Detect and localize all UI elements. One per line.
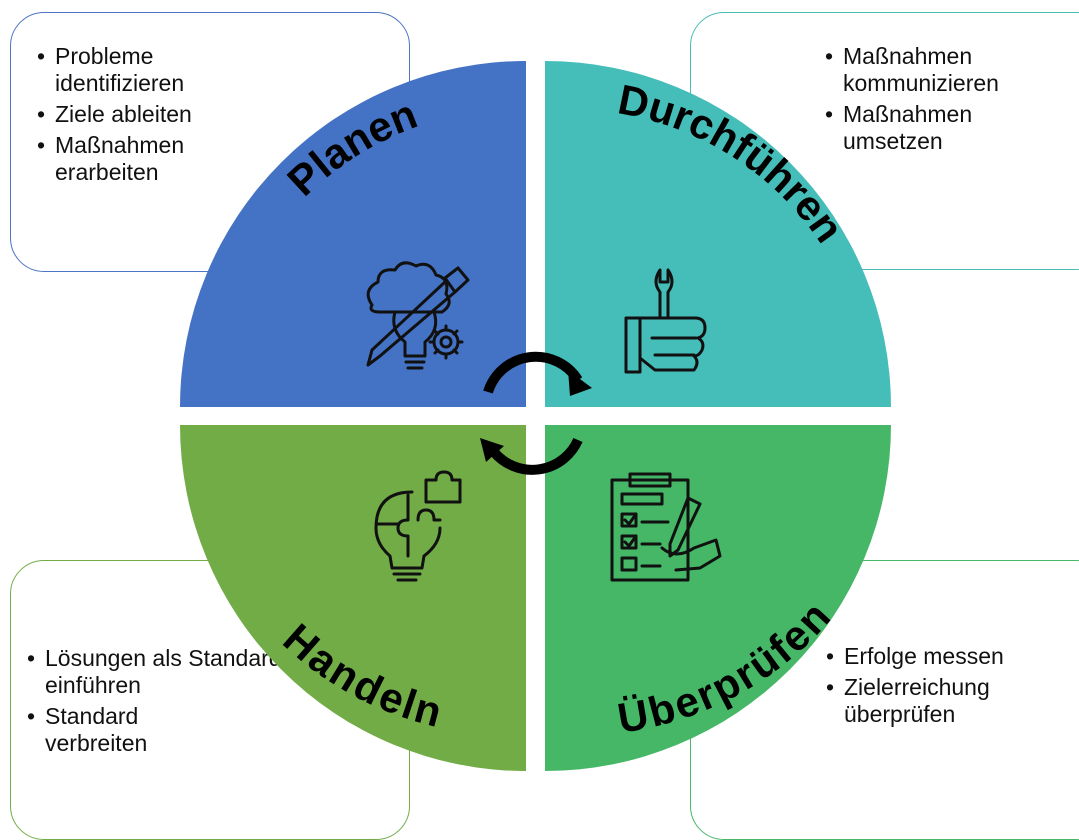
note-item: Maßnahmen kommunizieren (825, 43, 1033, 97)
note-item: Lösungen als Standard einführen (27, 645, 295, 699)
quadrant-ueberpruefen (545, 425, 891, 771)
quadrant-handeln (180, 425, 526, 771)
note-item: Standard verbreiten (27, 703, 195, 757)
puzzle-lightbulb-icon (374, 470, 462, 582)
pdca-wheel: Planen Durchführen Handeln Überprüfen (180, 61, 891, 771)
checklist-clipboard-icon (610, 472, 722, 582)
note-list-handeln: Lösungen als Standard einführen Standard… (27, 645, 295, 761)
note-list-ueberpruefen: Erfolge messen Zielerreichung überprüfen (826, 643, 1059, 732)
circular-arrows-icon (480, 351, 592, 475)
note-list-durchfuehren: Maßnahmen kommunizieren Maßnahmen umsetz… (825, 43, 1033, 159)
note-list-planen: Probleme identifizieren Ziele ableiten M… (37, 43, 255, 190)
hand-holding-wrench-icon (624, 268, 707, 374)
quadrant-durchfuehren (545, 61, 891, 407)
note-item: Probleme identifizieren (37, 43, 225, 97)
note-item: Maßnahmen erarbeiten (37, 132, 225, 186)
note-item: Zielerreichung überprüfen (826, 674, 1044, 728)
note-item: Erfolge messen (826, 643, 1059, 670)
brainstorm-lightbulb-pencil-gear-icon (366, 261, 470, 370)
quadrant-planen (180, 61, 526, 407)
note-item: Maßnahmen umsetzen (825, 101, 1013, 155)
note-item: Ziele ableiten (37, 101, 255, 128)
